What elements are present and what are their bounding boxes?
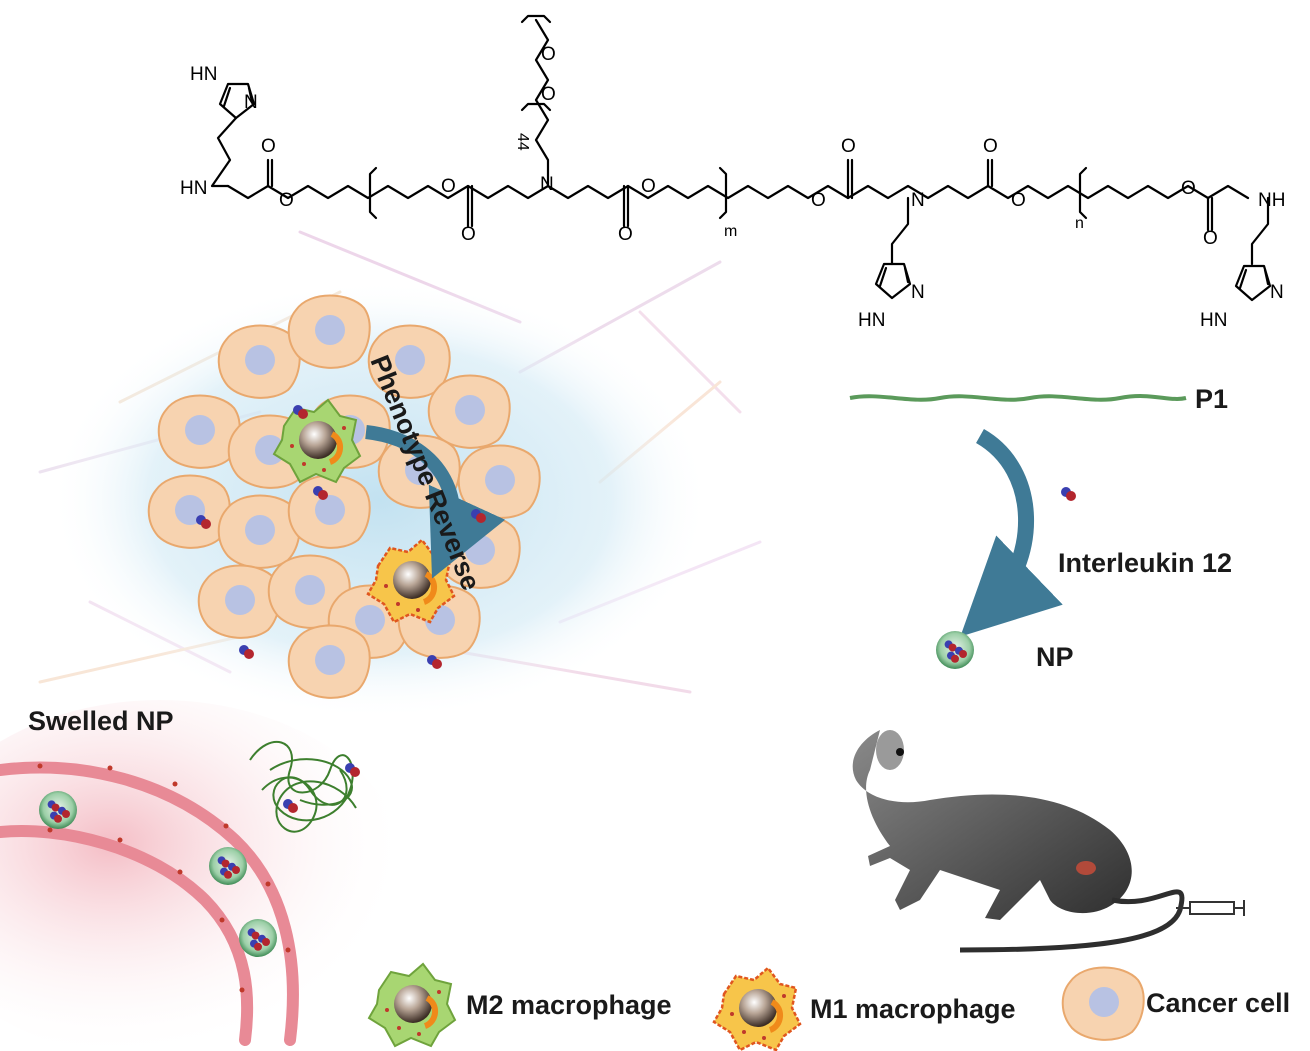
atom-o-8: O: [841, 136, 856, 157]
p1-label: P1: [1195, 384, 1229, 414]
atom-o-peg-1: O: [541, 44, 556, 65]
atom-hn-top: HN: [190, 64, 217, 85]
atom-hn-arm-2: HN: [1200, 310, 1227, 331]
atom-o-10: O: [1011, 190, 1026, 211]
mouse-icon: [852, 730, 1185, 953]
cancer-cell: [287, 624, 371, 699]
atom-n-center: N: [540, 174, 554, 195]
atom-o-2: O: [279, 190, 294, 211]
atom-o-3: O: [441, 176, 456, 197]
atom-o-11: O: [1181, 178, 1196, 199]
cancer-cell: [157, 394, 241, 469]
cancer-cell: [457, 444, 541, 519]
p1-polymer-strand: [849, 394, 1187, 402]
syringe-icon: [1176, 900, 1245, 916]
np-in-vessel: [209, 847, 247, 885]
legend-m2-label: M2 macrophage: [466, 990, 672, 1020]
atom-o-12: O: [1203, 228, 1218, 249]
atom-o-1: O: [261, 136, 276, 157]
cancer-cell: [217, 324, 301, 399]
il12-protein-icon: [1061, 487, 1076, 501]
np-in-vessel: [239, 919, 277, 957]
legend-m1-icon: [714, 968, 800, 1050]
cancer-cell: [217, 494, 301, 569]
cancer-cell: [287, 474, 371, 549]
cancer-cell: [197, 564, 281, 639]
np-in-vessel: [39, 791, 77, 829]
subscript-n: n: [1075, 215, 1084, 232]
atom-o-6: O: [641, 176, 656, 197]
atom-o-peg-2: O: [541, 84, 556, 105]
cancer-cell: [287, 294, 371, 369]
cancer-cell: [427, 374, 511, 449]
subscript-m: m: [724, 223, 737, 240]
legend-cancer-icon: [1061, 966, 1145, 1041]
atom-n-arm-2: N: [1270, 282, 1284, 303]
peg-repeat-number: 44: [514, 133, 531, 151]
vessel-dots: [37, 763, 291, 993]
assembly-arrow: [960, 429, 1063, 637]
interleukin-label: Interleukin 12: [1058, 548, 1233, 578]
legend-cancer-label: Cancer cell: [1146, 988, 1291, 1018]
atom-hn-arm-1: HN: [858, 310, 885, 331]
swelled-np-coil: [249, 740, 357, 833]
atom-o-4: O: [461, 224, 476, 245]
polymer-structure: [210, 14, 1272, 302]
atom-o-7: O: [811, 190, 826, 211]
legend-m2-icon: [369, 964, 455, 1046]
vessel-glow: [0, 700, 410, 1051]
atom-hn-left: HN: [180, 178, 207, 199]
atom-n-right: N: [911, 190, 925, 211]
np-icon: [936, 631, 974, 669]
swelled-np-label: Swelled NP: [28, 706, 174, 736]
atom-o-9: O: [983, 136, 998, 157]
cancer-cell: [147, 474, 231, 549]
blood-vessel: [0, 761, 299, 1046]
atom-o-5: O: [618, 224, 633, 245]
phenotype-reverse-arrow: [365, 425, 506, 579]
atom-n-arm-1: N: [911, 282, 925, 303]
atom-n-top: N: [244, 92, 258, 113]
legend-m1-label: M1 macrophage: [810, 994, 1016, 1024]
atom-nh-right: NH: [1258, 190, 1285, 211]
np-label: NP: [1036, 642, 1074, 672]
